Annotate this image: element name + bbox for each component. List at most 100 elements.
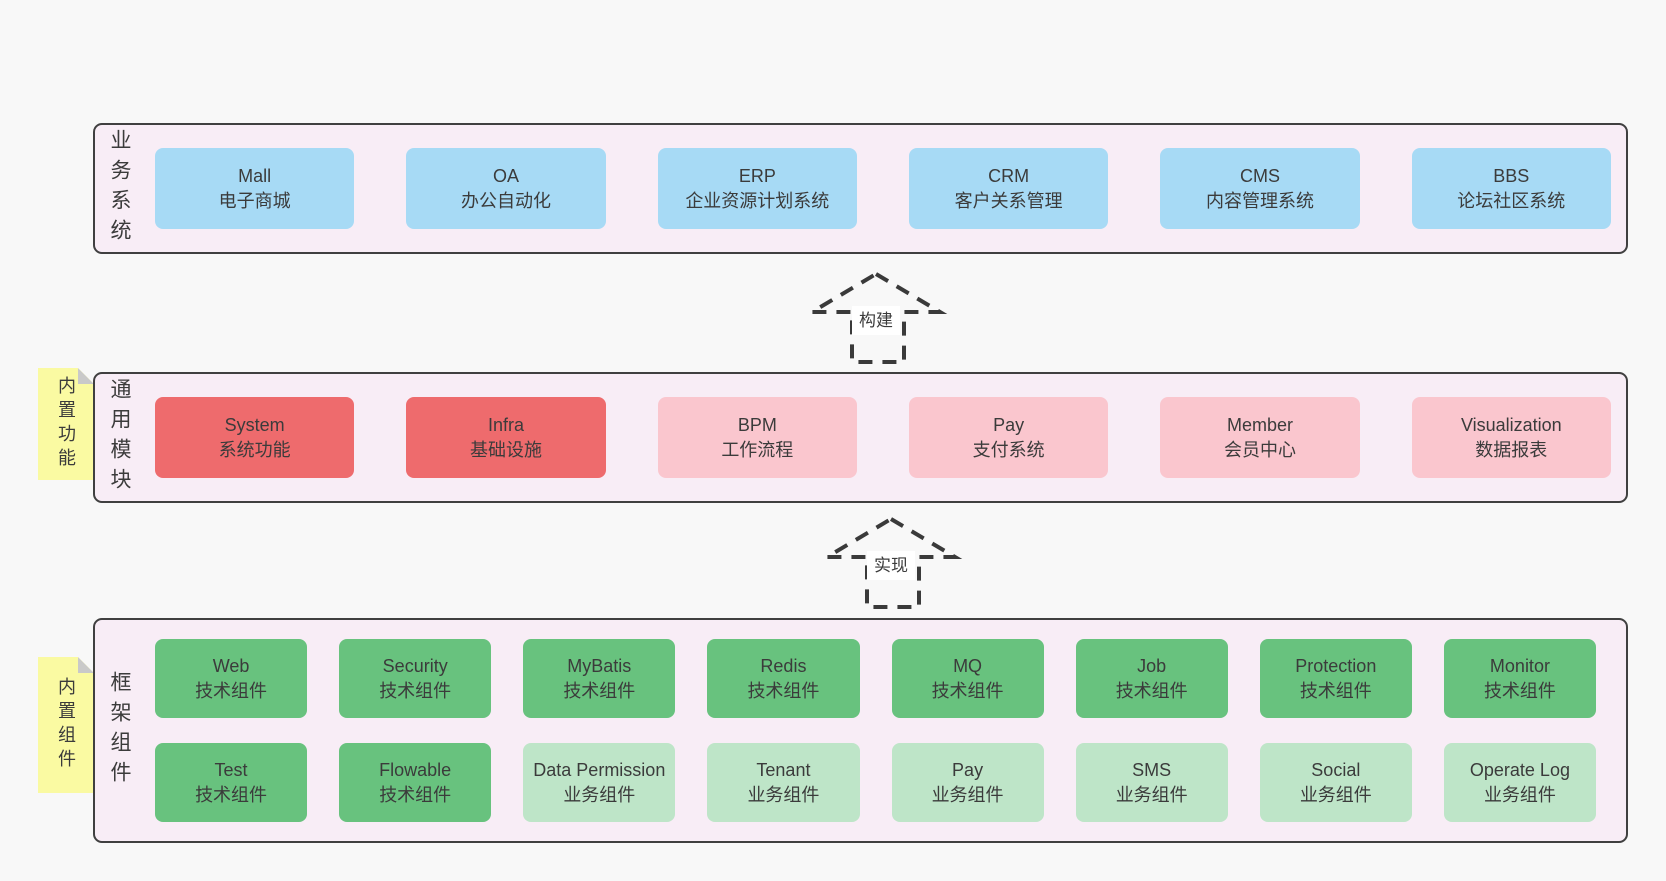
box-bbs: BBS 论坛社区系统 bbox=[1411, 148, 1611, 229]
box-mq: MQ 技术组件 bbox=[891, 639, 1044, 718]
box-oa: OA 办公自动化 bbox=[406, 148, 606, 229]
layer-label-business-systems: 业务系统 bbox=[108, 128, 131, 249]
sticky-label: 内置功能 bbox=[56, 376, 76, 472]
box-desc: 内容管理系统 bbox=[1205, 190, 1314, 211]
box-desc: 业务组件 bbox=[1483, 784, 1556, 805]
arrow-label-build: 构建 bbox=[852, 306, 900, 335]
box-desc: 技术组件 bbox=[379, 784, 452, 805]
box-name: Social bbox=[1311, 759, 1361, 780]
box-desc: 支付系统 bbox=[972, 439, 1045, 460]
box-desc: 业务组件 bbox=[1115, 784, 1188, 805]
box-name: Visualization bbox=[1460, 414, 1562, 435]
box-data-permission: Data Permission 业务组件 bbox=[523, 743, 676, 822]
box-name: Mall bbox=[238, 165, 272, 186]
box-name: BBS bbox=[1493, 165, 1530, 186]
box-desc: 技术组件 bbox=[195, 680, 268, 701]
box-name: Job bbox=[1137, 655, 1167, 676]
box-name: MQ bbox=[953, 655, 983, 676]
box-name: Test bbox=[214, 759, 248, 780]
box-name: OA bbox=[492, 165, 519, 186]
box-member: Member 会员中心 bbox=[1160, 397, 1360, 478]
layer-label-framework-components: 框架组件 bbox=[108, 670, 131, 791]
box-desc: 电子商城 bbox=[218, 190, 291, 211]
box-redis: Redis 技术组件 bbox=[707, 639, 860, 718]
arrow-label-implement: 实现 bbox=[867, 551, 915, 580]
sticky-note-built-in-features: 内置功能 bbox=[38, 368, 94, 480]
box-desc: 业务组件 bbox=[563, 784, 636, 805]
box-name: Redis bbox=[760, 655, 807, 676]
box-desc: 数据报表 bbox=[1475, 439, 1548, 460]
box-desc: 技术组件 bbox=[1483, 680, 1556, 701]
box-name: CMS bbox=[1239, 165, 1280, 186]
box-desc: 技术组件 bbox=[379, 680, 452, 701]
box-erp: ERP 企业资源计划系统 bbox=[657, 148, 857, 229]
box-name: Security bbox=[382, 655, 448, 676]
box-pay: Pay 支付系统 bbox=[908, 397, 1109, 478]
box-crm: CRM 客户关系管理 bbox=[908, 148, 1109, 229]
sticky-fold-corner bbox=[78, 368, 94, 384]
box-desc: 办公自动化 bbox=[460, 190, 551, 211]
box-mall: Mall 电子商城 bbox=[155, 148, 355, 229]
box-desc: 会员中心 bbox=[1223, 439, 1296, 460]
box-name: System bbox=[224, 414, 285, 435]
sticky-label: 内置组件 bbox=[56, 677, 76, 773]
box-job: Job 技术组件 bbox=[1075, 639, 1228, 718]
box-desc: 论坛社区系统 bbox=[1457, 190, 1566, 211]
box-mybatis: MyBatis 技术组件 bbox=[523, 639, 676, 718]
box-name: Data Permission bbox=[533, 759, 666, 780]
box-visualization: Visualization 数据报表 bbox=[1411, 397, 1611, 478]
box-desc: 技术组件 bbox=[1115, 680, 1188, 701]
box-name: Infra bbox=[487, 414, 524, 435]
box-cms: CMS 内容管理系统 bbox=[1160, 148, 1360, 229]
box-desc: 基础设施 bbox=[469, 439, 542, 460]
box-monitor: Monitor 技术组件 bbox=[1443, 639, 1596, 718]
box-desc: 企业资源计划系统 bbox=[685, 190, 830, 211]
box-infra: Infra 基础设施 bbox=[406, 397, 606, 478]
layer-label-common-modules: 通用模块 bbox=[108, 377, 131, 498]
box-name: Operate Log bbox=[1469, 759, 1570, 780]
box-name: Flowable bbox=[379, 759, 452, 780]
box-desc: 技术组件 bbox=[931, 680, 1004, 701]
box-sms: SMS 业务组件 bbox=[1075, 743, 1228, 822]
box-desc: 技术组件 bbox=[563, 680, 636, 701]
box-row: Test 技术组件 Flowable 技术组件 Data Permission 业务组件 T… bbox=[155, 743, 1596, 822]
box-name: Monitor bbox=[1489, 655, 1550, 676]
box-desc: 技术组件 bbox=[195, 784, 268, 805]
box-name: Protection bbox=[1295, 655, 1377, 676]
box-name: ERP bbox=[738, 165, 776, 186]
box-name: Pay bbox=[993, 414, 1025, 435]
arrow-implement: 实现 bbox=[815, 515, 967, 611]
box-name: Member bbox=[1226, 414, 1293, 435]
box-name: Pay bbox=[952, 759, 984, 780]
box-flowable: Flowable 技术组件 bbox=[339, 743, 492, 822]
box-desc: 客户关系管理 bbox=[954, 190, 1063, 211]
box-name: MyBatis bbox=[567, 655, 632, 676]
box-test: Test 技术组件 bbox=[155, 743, 308, 822]
box-name: CRM bbox=[988, 165, 1030, 186]
box-desc: 工作流程 bbox=[721, 439, 794, 460]
box-security: Security 技术组件 bbox=[339, 639, 492, 718]
sticky-note-built-in-components: 内置组件 bbox=[38, 657, 94, 793]
arrow-build: 构建 bbox=[800, 270, 952, 366]
box-name: Tenant bbox=[756, 759, 811, 780]
sticky-fold-corner bbox=[78, 657, 94, 673]
dashed-up-arrow-icon bbox=[804, 271, 948, 364]
box-name: SMS bbox=[1132, 759, 1172, 780]
box-row: Mall 电子商城 OA 办公自动化 ERP 企业资源计划系统 CRM 客户关系管理 CMS 内容… bbox=[155, 148, 1611, 229]
box-grid: Mall 电子商城 OA 办公自动化 ERP 企业资源计划系统 CRM 客户关系管理 CMS 内容… bbox=[155, 148, 1611, 229]
box-name: Web bbox=[212, 655, 250, 676]
box-desc: 技术组件 bbox=[747, 680, 820, 701]
